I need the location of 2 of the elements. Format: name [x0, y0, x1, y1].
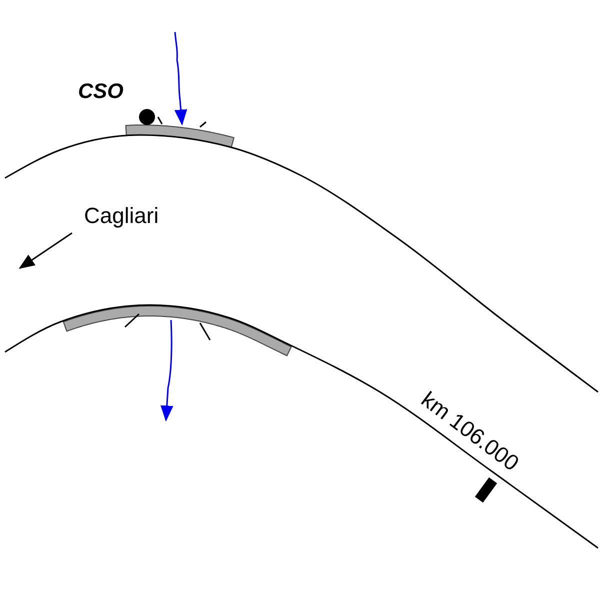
place-label: CSO	[78, 81, 124, 102]
place-label: Cagliari	[84, 205, 159, 227]
